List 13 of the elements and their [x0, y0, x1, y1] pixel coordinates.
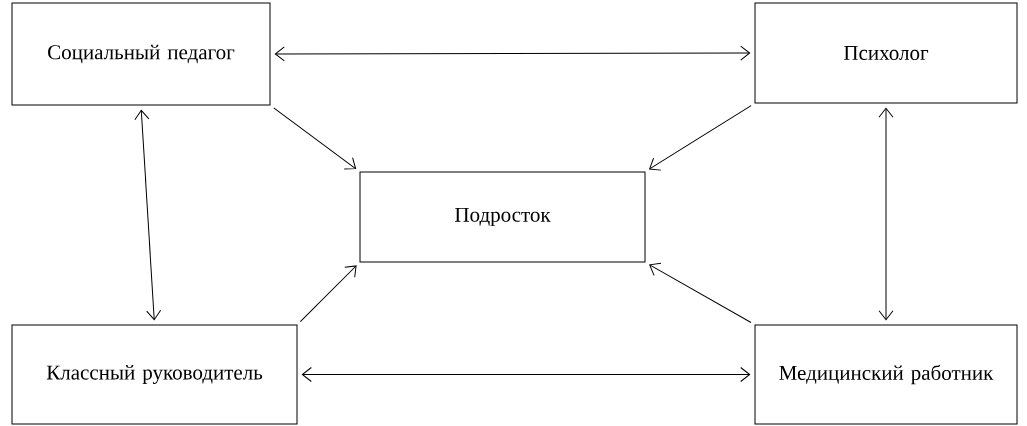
text-box: Классный руководитель — [11, 324, 298, 425]
text-box: Психолог — [754, 2, 1018, 104]
arrow — [649, 105, 752, 171]
arrow — [301, 367, 751, 382]
arrow — [299, 265, 357, 323]
text-box: Медицинский работник — [754, 324, 1018, 425]
arrow — [649, 262, 752, 323]
text-box: Социальный педагог — [11, 2, 271, 106]
arrow — [134, 109, 162, 321]
arrow — [273, 107, 357, 170]
text-box: Подросток — [359, 171, 646, 263]
arrow — [274, 45, 751, 62]
arrow — [878, 107, 894, 321]
